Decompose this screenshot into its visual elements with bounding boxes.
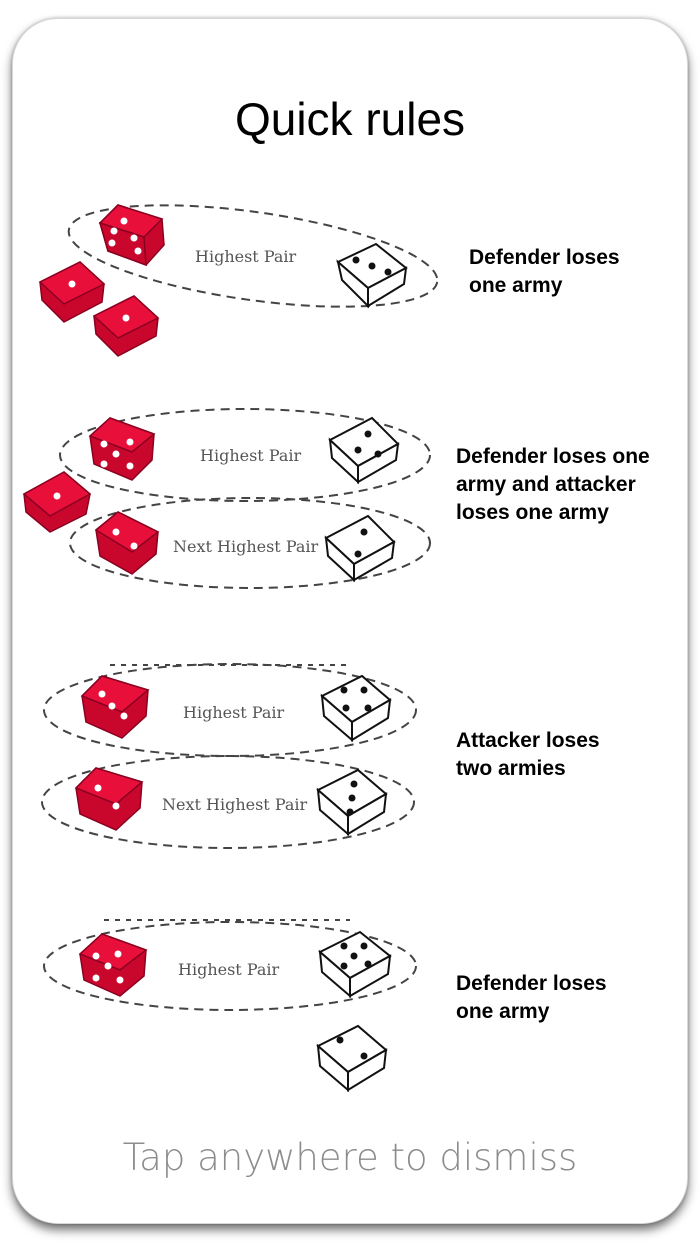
highest-pair-oval	[43, 921, 417, 1011]
next-highest-pair-oval	[69, 497, 431, 589]
highest-pair-oval	[43, 663, 417, 757]
pair-label: Highest Pair	[200, 446, 302, 465]
attacker-die-three	[80, 675, 150, 739]
scenario-1-diagram: Highest Pair	[38, 204, 439, 357]
defender-die-five	[318, 930, 392, 999]
pair-label: Highest Pair	[178, 960, 280, 979]
attacker-die-one	[38, 261, 106, 323]
defender-die-two	[324, 514, 396, 583]
attacker-die-two	[94, 511, 160, 575]
attacker-die-two	[74, 767, 144, 831]
defender-die-three	[328, 416, 400, 485]
scenario-4-diagram: Highest Pair	[43, 919, 417, 1093]
defender-die-four	[320, 674, 392, 743]
defender-die-three	[336, 242, 408, 309]
page-title: Quick rules	[234, 93, 466, 145]
attacker-die-one	[22, 471, 92, 533]
scenario-4-outcome: Defender loses one army	[456, 972, 607, 1023]
scenario-2-diagram: Highest Pair Next Highest Pair	[22, 408, 431, 589]
attacker-die-five	[88, 417, 156, 481]
pair-label: Next Highest Pair	[173, 537, 319, 556]
next-highest-pair-oval	[41, 755, 415, 849]
defender-die-three	[316, 768, 388, 837]
scenario-3-diagram: Highest Pair Next Highest Pair	[41, 663, 417, 849]
attacker-die-five	[78, 933, 148, 997]
highest-pair-oval	[67, 204, 439, 308]
scenario-1-outcome: Defender loses one army	[469, 246, 620, 297]
highest-pair-oval	[59, 408, 431, 502]
attacker-die-one	[92, 295, 160, 357]
defender-die-two	[316, 1024, 388, 1093]
dismiss-hint[interactable]: Tap anywhere to dismiss	[122, 1136, 578, 1179]
attacker-die-five	[98, 204, 165, 267]
pair-label: Next Highest Pair	[162, 795, 308, 814]
scenario-3-outcome: Attacker loses two armies	[456, 729, 600, 780]
pair-label: Highest Pair	[195, 247, 297, 266]
pair-label: Highest Pair	[183, 703, 285, 722]
scenario-2-outcome: Defender loses one army and attacker los…	[456, 445, 650, 524]
